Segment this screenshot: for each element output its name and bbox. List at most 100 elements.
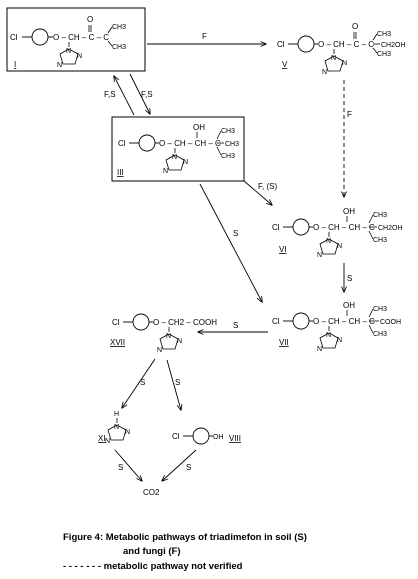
compound-id: VIII (229, 434, 241, 443)
triazole-n-label: N (57, 62, 62, 69)
triazole-ring (107, 424, 127, 441)
compound-v: Cl O – CH – C – C O CH3 CH2OH CH3 N N N … (277, 22, 406, 76)
triazole-n-label: N (322, 69, 327, 76)
arrow-viii-to-co2 (162, 449, 197, 481)
arrow-xi-to-co2 (114, 449, 142, 481)
triazole-n-label: N (342, 60, 347, 67)
figure-caption: Figure 4: Metabolic pathways of triadime… (63, 532, 307, 543)
benzene-ring (292, 312, 310, 330)
arrow-xvii-to-xi (122, 358, 156, 408)
benzene-ring (297, 35, 315, 53)
benzene-ring (132, 313, 150, 331)
hydroxymethyl-label: CH2OH (378, 225, 403, 232)
methyl-label: CH3 (225, 141, 239, 148)
arrow-label: F,S (141, 90, 153, 99)
triazole-ring (165, 154, 185, 171)
benzene-ring (192, 427, 210, 445)
hydroxymethyl-label: CH2OH (381, 42, 406, 49)
triazole-n-label: N (337, 243, 342, 250)
carboxyl-label: COOH (380, 319, 401, 326)
benzene-ring (31, 28, 49, 46)
carbon-dioxide-label: CO2 (143, 488, 160, 497)
methyl-label: CH3 (221, 153, 235, 160)
chain-label: O – CH – C – C (53, 33, 109, 42)
compound-id: VI (279, 245, 287, 254)
arrow-label: S (175, 378, 180, 387)
arrow-label: S (347, 274, 352, 283)
arrow-label: S (233, 321, 238, 330)
triazole-n-label: N (125, 429, 130, 436)
chain-label: O – CH – CH – C (159, 139, 221, 148)
chain-label: O – CH – CH – C (313, 317, 375, 326)
arrow-label: F (347, 110, 352, 119)
triazole-n-label: N (317, 252, 322, 259)
compound-xvii: Cl O – CH2 – COOH N N N XVII (110, 313, 217, 354)
arrow-label: F,S (104, 90, 116, 99)
figure-caption-continued: and fungi (F) (123, 546, 181, 557)
compound-vi: Cl O – CH – CH – C OH CH3 CH2OH CH3 N N … (272, 207, 403, 259)
hydroxy-label: OH (343, 301, 355, 310)
triazole-n-label: N (183, 159, 188, 166)
chlorine-label: Cl (172, 432, 180, 441)
triazole-ring (319, 332, 339, 349)
compound-i: Cl O – CH – C – C O CH3 CH3 N N N I (10, 15, 126, 69)
compound-id: V (282, 60, 288, 69)
compound-iii-box (111, 116, 245, 182)
triazole-n-label: N (177, 338, 182, 345)
arrow-i-to-iii (129, 73, 150, 114)
legend-unverified: - - - - - - - metabolic pathway not veri… (63, 561, 243, 572)
compound-vii: Cl O – CH – CH – C OH CH3 COOH CH3 N N N… (272, 301, 401, 353)
oxo-label: O (352, 22, 358, 31)
arrow-iii-to-vii (199, 183, 262, 302)
triazole-n-label: N (157, 347, 162, 354)
hydroxy-label: OH (343, 207, 355, 216)
triazole-n-label: N (337, 337, 342, 344)
chlorine-label: Cl (272, 317, 280, 326)
oxo-label: O (87, 15, 93, 24)
compound-id: VII (279, 338, 289, 347)
compound-xi: H N N N XI (98, 411, 130, 445)
triazole-n-label: N (163, 168, 168, 175)
methyl-label: CH3 (112, 24, 126, 31)
triazole-ring (319, 238, 339, 255)
chain-label: O – CH – CH – C (313, 223, 375, 232)
arrow-xvii-to-viii (166, 359, 181, 410)
triazole-n-label: N (77, 53, 82, 60)
arrow-label: F (202, 32, 207, 41)
chlorine-label: Cl (272, 223, 280, 232)
compound-id: XI (98, 434, 106, 443)
triazole-n-label: N (331, 55, 336, 62)
methyl-label: CH3 (221, 128, 235, 135)
triazole-ring (159, 333, 179, 350)
methyl-label: CH3 (373, 331, 387, 338)
methyl-label: CH3 (373, 212, 387, 219)
arrow-label: S (118, 463, 123, 472)
compound-id: I (14, 60, 16, 69)
chain-label: O – CH2 – COOH (153, 318, 217, 327)
compound-i-box (6, 7, 146, 72)
triazole-n-label: N (66, 48, 71, 55)
benzene-ring (138, 134, 156, 152)
chlorine-label: Cl (10, 33, 18, 42)
compound-id: XVII (110, 338, 125, 347)
triazole-n-label: N (172, 154, 177, 161)
triazole-n-label: N (326, 238, 331, 245)
chlorine-label: Cl (112, 318, 120, 327)
compound-iii: Cl O – CH – CH – C OH CH3 CH3 CH3 N N N … (117, 123, 239, 177)
hydroxy-label: OH (213, 434, 224, 441)
triazole-n-label: N (326, 332, 331, 339)
triazole-n-label: N (105, 438, 110, 445)
benzene-ring (292, 218, 310, 236)
compound-id: III (117, 168, 124, 177)
triazole-n-label: N (114, 424, 119, 431)
methyl-label: CH3 (373, 237, 387, 244)
triazole-n-label: N (166, 333, 171, 340)
arrow-label: S (186, 463, 191, 472)
methyl-label: CH3 (377, 51, 391, 58)
chlorine-label: Cl (277, 40, 285, 49)
methyl-label: CH3 (112, 44, 126, 51)
arrow-iii-to-vi (243, 180, 272, 205)
compound-viii: Cl OH VIII (172, 427, 241, 445)
hydroxy-label: OH (193, 123, 205, 132)
